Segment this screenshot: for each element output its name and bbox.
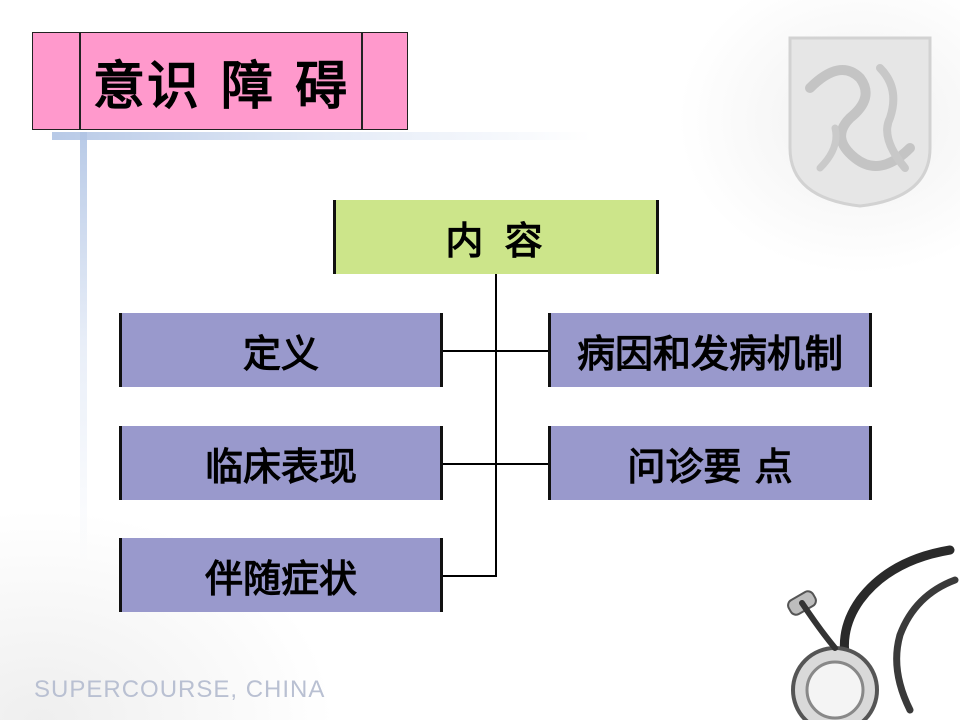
calligraphy-logo-icon	[788, 36, 932, 208]
connector-row-3	[443, 575, 497, 577]
content-header-label: 内 容	[445, 218, 547, 263]
page-title: 意识 障 碍	[92, 56, 350, 117]
connector-row-2	[443, 463, 549, 465]
item-etiology-pathogenesis-label: 病因和发病机制	[576, 331, 843, 376]
item-clinical-manifestation-label: 临床表现	[204, 444, 357, 489]
connector-vertical	[495, 274, 497, 576]
title-right-divider	[361, 33, 363, 129]
title-box: 意识 障 碍	[32, 32, 408, 130]
item-etiology-pathogenesis[interactable]: 病因和发病机制	[548, 313, 872, 387]
item-accompanying-symptoms-label: 伴随症状	[204, 556, 357, 601]
decorative-vertical-line	[80, 132, 87, 562]
title-left-divider	[79, 33, 81, 129]
watermark-text: SUPERCOURSE, CHINA	[34, 676, 326, 703]
connector-row-1	[443, 350, 549, 352]
decorative-horizontal-line	[52, 132, 592, 140]
item-clinical-manifestation[interactable]: 临床表现	[119, 426, 443, 500]
content-header-box[interactable]: 内 容	[333, 200, 659, 274]
item-inquiry-points[interactable]: 问诊要 点	[548, 426, 872, 500]
item-definition-label: 定义	[242, 331, 319, 376]
item-definition[interactable]: 定义	[119, 313, 443, 387]
item-inquiry-points-label: 问诊要 点	[627, 444, 793, 489]
stethoscope-image-icon	[787, 545, 959, 720]
item-accompanying-symptoms[interactable]: 伴随症状	[119, 538, 443, 612]
